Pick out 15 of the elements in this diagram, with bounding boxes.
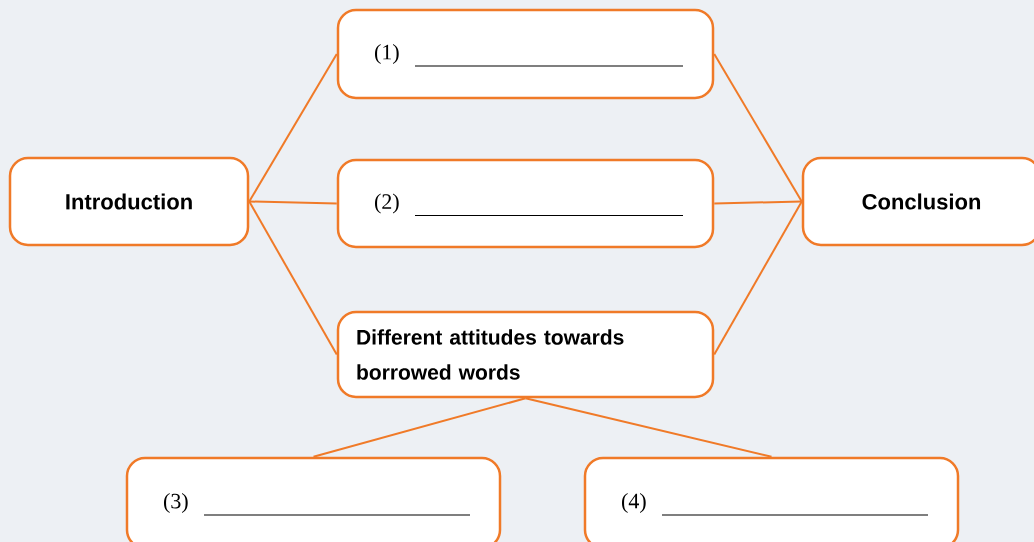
connector-line bbox=[248, 53, 338, 203]
label-box: Conclusion bbox=[801, 156, 1034, 247]
label-box: Introduction bbox=[8, 156, 250, 247]
connector-line bbox=[524, 397, 773, 458]
connector-line bbox=[312, 397, 527, 458]
connector-line bbox=[248, 200, 338, 205]
connector-line bbox=[713, 53, 803, 203]
topic-box: Different attitudes towards borrowed words bbox=[336, 310, 715, 399]
connector-line bbox=[713, 200, 803, 205]
answer-box: (3) bbox=[125, 456, 502, 542]
answer-box: (1) bbox=[336, 8, 715, 100]
answer-box: (4) bbox=[583, 456, 960, 542]
answer-box: (2) bbox=[336, 158, 715, 249]
connector-line bbox=[248, 200, 338, 356]
connector-line bbox=[713, 200, 803, 356]
